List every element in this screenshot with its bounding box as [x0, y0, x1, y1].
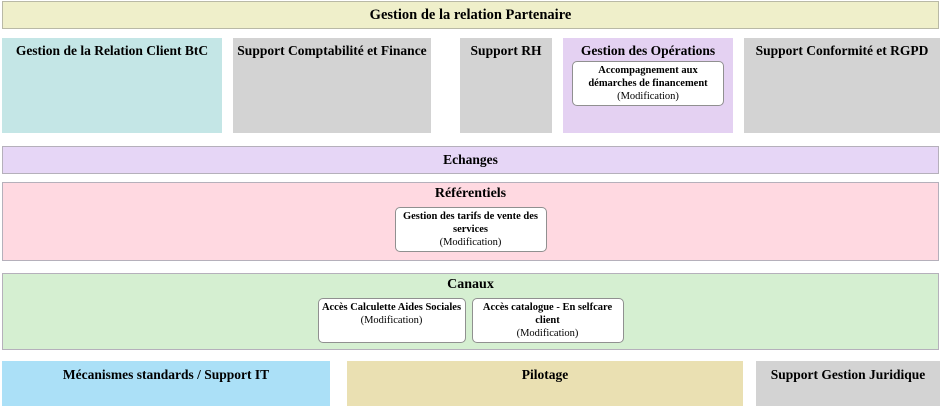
feature-box-accompagnement-financement: Accompagnement aux démarches de financem… [572, 61, 724, 106]
feature-title: Accès Calculette Aides Sociales [321, 302, 462, 313]
block-title: Support Comptabilité et Finance [237, 43, 427, 58]
block-support-rh: Support RH [460, 38, 552, 133]
band-canaux: Canaux Accès Calculette Aides Sociales (… [2, 273, 939, 350]
block-title: Support Gestion Juridique [770, 367, 926, 382]
band-referentiels: Référentiels Gestion des tarifs de vente… [2, 182, 939, 261]
block-mecanismes-standards-support-it: Mécanismes standards / Support IT [2, 361, 330, 406]
block-title: Support RH [470, 43, 542, 58]
band-echanges: Echanges [2, 146, 939, 174]
band-title: Référentiels [434, 186, 507, 201]
feature-box-tarifs-vente-services: Gestion des tarifs de vente des services… [394, 207, 547, 252]
feature-tag: (Modification) [617, 91, 679, 102]
feature-list: Accès Calculette Aides Sociales (Modific… [3, 298, 938, 343]
feature-box-acces-catalogue-selfcare: Accès catalogue - En selfcare client (Mo… [471, 298, 624, 343]
feature-tag: (Modification) [360, 315, 423, 326]
block-support-comptabilite-finance: Support Comptabilité et Finance [233, 38, 431, 133]
feature-title: Accès catalogue - En selfcare client [482, 302, 613, 326]
block-title: Support Conformité et RGPD [755, 43, 929, 58]
block-title: Mécanismes standards / Support IT [62, 367, 270, 382]
block-title: Pilotage [521, 367, 569, 382]
feature-box-acces-calculette-aides-sociales: Accès Calculette Aides Sociales (Modific… [317, 298, 466, 343]
feature-tag: (Modification) [439, 237, 502, 248]
block-support-gestion-juridique: Support Gestion Juridique [756, 361, 940, 406]
feature-title: Accompagnement aux démarches de financem… [588, 65, 708, 89]
band-title: Canaux [447, 277, 494, 292]
block-gestion-relation-client-btc: Gestion de la Relation Client BtC [2, 38, 222, 133]
feature-tag: (Modification) [516, 328, 579, 339]
feature-list: Accompagnement aux démarches de financem… [563, 61, 733, 106]
feature-list: Gestion des tarifs de vente des services… [3, 207, 938, 252]
block-support-conformite-rgpd: Support Conformité et RGPD [744, 38, 940, 133]
block-title: Gestion des Opérations [580, 43, 716, 58]
banner-gestion-relation-partenaire: Gestion de la relation Partenaire [2, 1, 939, 29]
block-title: Gestion de la Relation Client BtC [15, 43, 209, 58]
block-pilotage: Pilotage [347, 361, 743, 406]
feature-title: Gestion des tarifs de vente des services [402, 211, 539, 235]
block-gestion-des-operations: Gestion des Opérations Accompagnement au… [563, 38, 733, 133]
